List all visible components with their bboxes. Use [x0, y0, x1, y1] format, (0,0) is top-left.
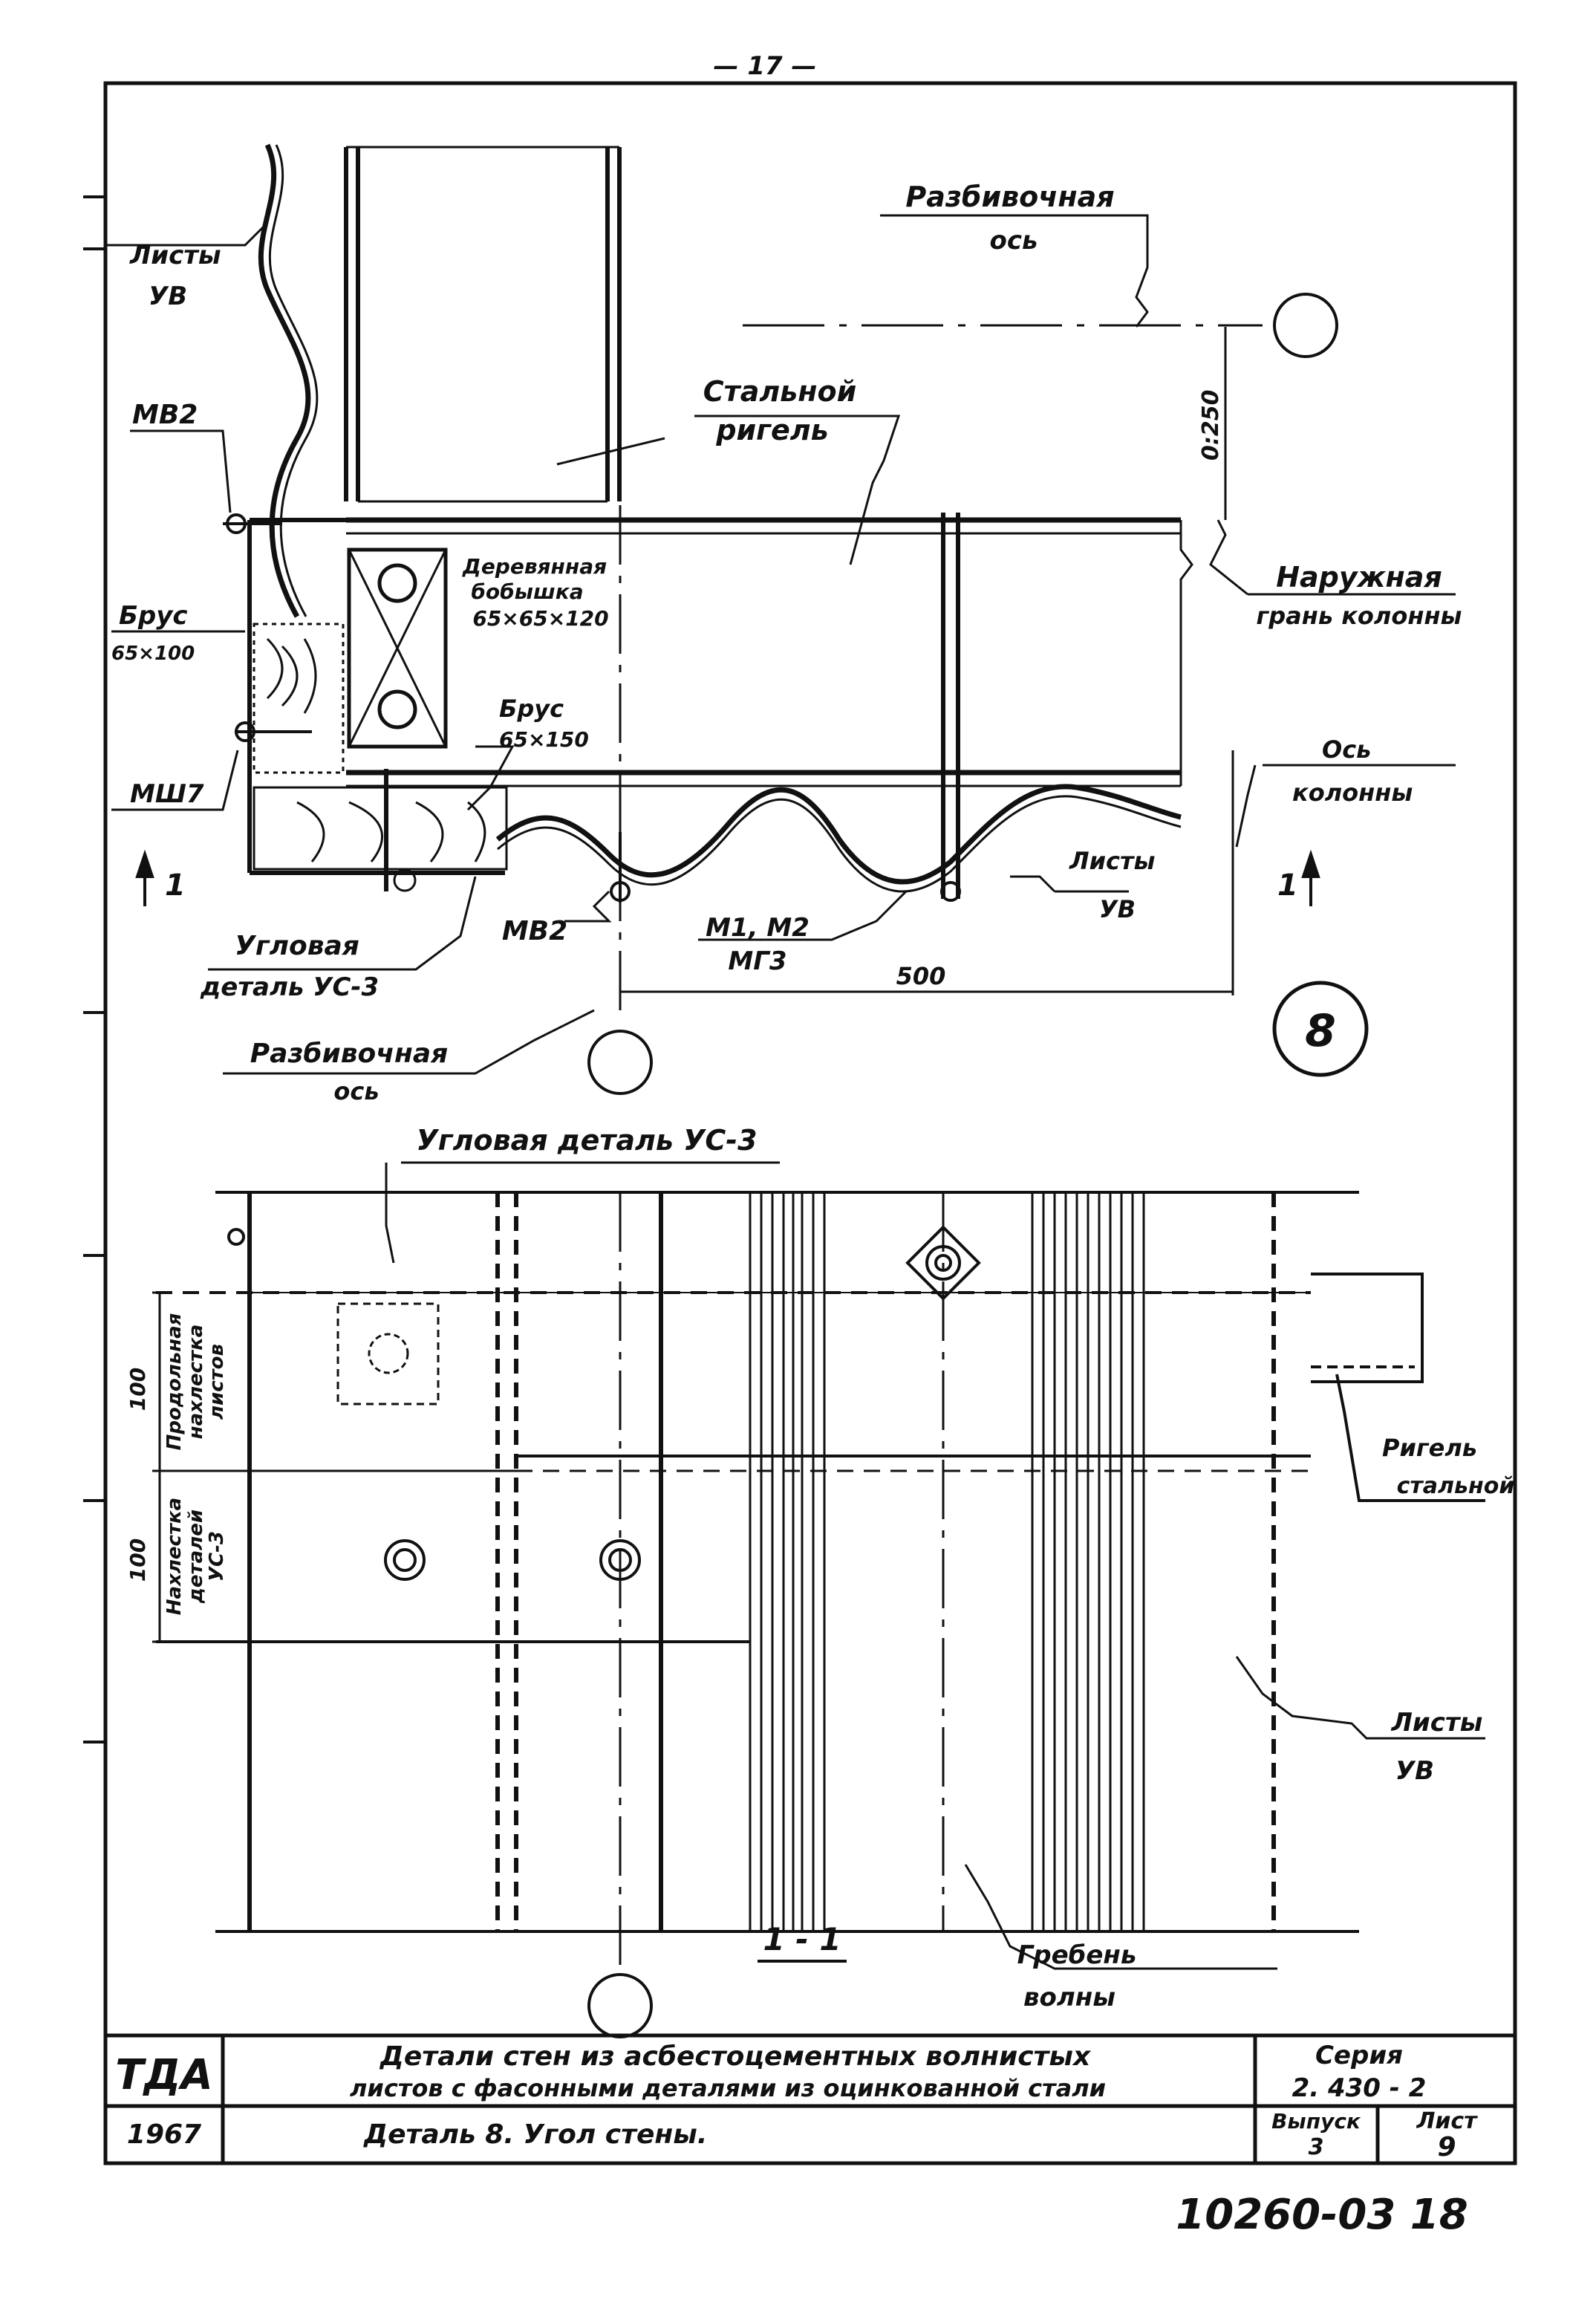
page-number: — 17 —	[714, 51, 817, 81]
label-razb-os-bottom: Разбивочная	[250, 1039, 448, 1069]
bolt-msh7	[235, 721, 312, 742]
wave-sheet-bottom-inner	[497, 795, 1182, 893]
leader-column	[556, 437, 665, 466]
label-os-kol-2: колонны	[1292, 779, 1413, 807]
label-nahl-det: Нахлестка	[163, 1498, 186, 1615]
issue-label: Выпуск	[1271, 2109, 1361, 2134]
axis-bubble-top	[1273, 293, 1338, 358]
label-listy-uv: Листы	[129, 241, 221, 270]
subtitle: Деталь 8. Угол стены.	[363, 2119, 707, 2150]
label-razb-os-top: Разбивочная	[905, 181, 1114, 213]
series-value: 2. 430 - 2	[1292, 2073, 1427, 2103]
section-bolts	[227, 1225, 981, 1581]
year: 1967	[127, 2119, 201, 2150]
label-dim-100a: 100	[126, 1368, 150, 1411]
label-msh7: МШ7	[130, 779, 204, 809]
label-brus-mid-2: 65×150	[499, 727, 589, 752]
label-mg3: МГ3	[728, 946, 786, 976]
label-greben: Гребень	[1017, 1940, 1137, 1970]
wave-sheet-left-inner	[268, 144, 319, 617]
label-razb-os-bottom-2: ось	[333, 1077, 379, 1105]
drawing-frame	[103, 81, 1517, 2165]
label-derev-3: 65×65×120	[472, 606, 608, 631]
label-listy-uv-2: УВ	[149, 282, 187, 311]
sheet-value: 9	[1437, 2132, 1456, 2162]
label-derev-2: бобышка	[471, 579, 583, 604]
timber-beam-65x100	[253, 623, 345, 774]
title-org: ТДА	[115, 2051, 212, 2099]
wave-ridge-lines	[749, 1192, 1145, 1931]
axis-bubble-mid	[587, 1030, 653, 1095]
section-mark-left: 1	[165, 868, 186, 903]
label-razb-os-top-2: ось	[989, 226, 1038, 256]
label-derev: Деревянная	[462, 554, 607, 579]
label-listy-uv-mid: Листы	[1069, 847, 1156, 875]
section-dims	[152, 1291, 171, 1643]
rigel-stub	[1311, 1273, 1485, 1502]
label-naruzh: Наружная	[1276, 561, 1442, 594]
detail-marker-label: 8	[1305, 1005, 1336, 1057]
label-brus-left-2: 65×100	[111, 643, 195, 665]
label-os-kol: Ось	[1322, 735, 1371, 764]
sheet-label: Лист	[1416, 2108, 1478, 2134]
label-prod-nahl-2: нахлестка	[185, 1325, 207, 1440]
leader-listy-uv-low	[1235, 1656, 1485, 1740]
label-mv2-top: МВ2	[132, 400, 198, 430]
timber-beam-65x150	[253, 769, 508, 892]
label-rigel: ригель	[715, 414, 828, 446]
axis-lines	[619, 324, 1263, 1010]
label-nahl-det-2: деталей	[185, 1510, 207, 1604]
steel-column	[344, 146, 622, 503]
label-listy-uv-low: Листы	[1391, 1708, 1483, 1738]
section-mark-right: 1	[1277, 868, 1298, 903]
leaders	[104, 214, 1456, 1075]
label-dim-100b: 100	[126, 1538, 150, 1582]
boss-dashed-square	[336, 1302, 440, 1406]
label-ugl-det-us3: Угловая деталь УС-3	[416, 1124, 757, 1157]
title-line-1: Детали стен из асбестоцементных волнисты…	[380, 2041, 1092, 2072]
label-brus-left: Брус	[119, 601, 188, 631]
label-naruzh-2: грань колонны	[1257, 602, 1462, 630]
title-line-2: листов с фасонными деталями из оцинкован…	[350, 2074, 1106, 2102]
wave-sheet-left	[258, 143, 311, 618]
wooden-boss	[347, 547, 448, 749]
series-label: Серия	[1315, 2041, 1403, 2070]
frame-ticks	[83, 195, 105, 1744]
label-uglovaya-2: деталь УС-3	[200, 972, 379, 1002]
label-greben-2: волны	[1023, 1983, 1115, 2012]
label-stalnoy: Стальной	[703, 375, 856, 408]
label-rigel-st: Ригель	[1382, 1434, 1477, 1462]
label-prod-nahl: Продольная	[163, 1313, 186, 1451]
label-mv2-bottom: МВ2	[502, 916, 567, 946]
steel-rigel	[346, 513, 1193, 899]
label-uglovaya: Угловая	[235, 931, 359, 961]
section-arrows	[135, 849, 1320, 906]
wave-sheet-bottom	[495, 784, 1182, 885]
axis-bubble-bottom	[587, 1973, 653, 2038]
issue-value: 3	[1309, 2134, 1324, 2160]
label-prod-nahl-3: листов	[206, 1344, 228, 1420]
section-verticals	[247, 1192, 1276, 1931]
bolt-mv2-top	[223, 513, 282, 534]
label-brus-mid: Брус	[499, 695, 564, 723]
corner-detail-us3	[247, 518, 505, 875]
archive-number: 10260-03 18	[1176, 2191, 1468, 2239]
leader-greben	[964, 1864, 1277, 1970]
label-listy-uv-low-2: УВ	[1395, 1756, 1434, 1786]
label-rigel-st-2: стальной	[1397, 1473, 1515, 1499]
section-horizontals	[156, 1291, 1311, 1643]
label-dim-500: 500	[896, 962, 946, 990]
label-listy-uv-mid-2: УВ	[1099, 895, 1136, 923]
detail-marker	[1272, 981, 1369, 1077]
section-title: 1 - 1	[763, 1921, 841, 1957]
label-nahl-det-3: УС-3	[206, 1531, 228, 1582]
label-dim-0250: 0:250	[1198, 390, 1224, 461]
label-m1m2: М1, М2	[706, 913, 810, 943]
section-view: Угловая деталь УС-3	[126, 1124, 1515, 2038]
title-block	[105, 2033, 1515, 2163]
plan-view: 8 1 1	[104, 143, 1462, 1105]
